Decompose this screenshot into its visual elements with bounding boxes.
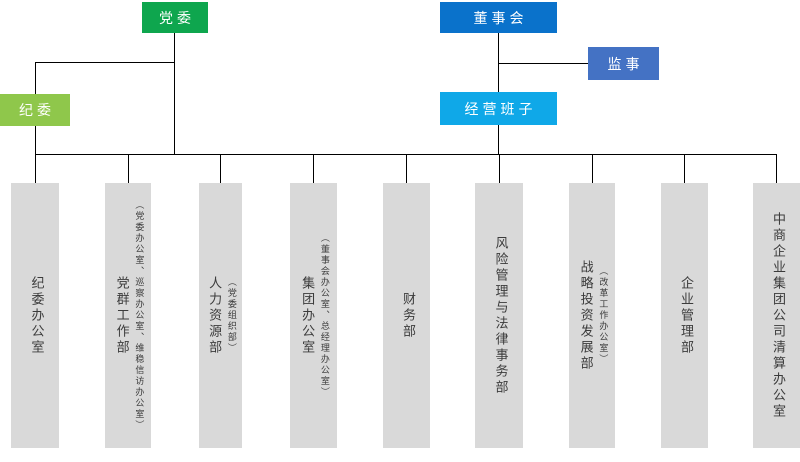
dept-sublabel: （董事会办公室、总经理办公室） (318, 233, 329, 398)
connector-drop-dept8 (684, 154, 685, 183)
connector-drop-dept5 (406, 154, 407, 183)
connector-party-discipline-h (35, 62, 175, 63)
dept-label: 党群工作部 (113, 275, 129, 356)
node-management-team-label: 经营班子 (464, 101, 537, 118)
dept-finance: 财务部 (383, 183, 430, 448)
dept-party-mass-work: 党群工作部 （党委办公室、巡察办公室、维稳信访办公室） (105, 183, 151, 448)
connector-management-to-bus (498, 125, 499, 154)
dept-label: 中商企业集团公司清算办公室 (769, 211, 785, 420)
node-discipline-committee-label: 纪委 (19, 103, 55, 119)
dept-sublabel: （改革工作办公室） (597, 266, 608, 365)
node-supervisors-label: 监事 (607, 56, 644, 73)
connector-drop-dept6 (499, 154, 500, 183)
dept-label: 企业管理部 (677, 275, 693, 356)
dept-sublabel: （党委组织部） (225, 277, 236, 354)
connector-party-to-bus (174, 33, 175, 154)
connector-drop-dept4 (313, 154, 314, 183)
node-discipline-committee: 纪委 (0, 94, 70, 126)
dept-label: 人力资源部 (206, 275, 222, 356)
dept-sublabel: （党委办公室、巡察办公室、维稳信访办公室） (133, 200, 144, 431)
node-supervisors: 监事 (588, 47, 659, 80)
node-party-committee: 党委 (142, 2, 208, 33)
node-board-of-directors-label: 董事会 (473, 10, 528, 27)
connector-board-to-supervisors (498, 63, 588, 64)
dept-discipline-office: 纪委办公室 (11, 183, 59, 448)
dept-enterprise-management: 企业管理部 (661, 183, 708, 448)
dept-human-resources: 人力资源部 （党委组织部） (199, 183, 242, 448)
dept-label: 战略投资发展部 (577, 259, 593, 372)
node-management-team: 经营班子 (440, 92, 557, 125)
dept-label: 纪委办公室 (28, 275, 44, 356)
dept-strategy-investment: 战略投资发展部 （改革工作办公室） (569, 183, 615, 448)
connector-party-discipline-v (35, 62, 36, 94)
dept-group-office: 集团办公室 （董事会办公室、总经理办公室） (290, 183, 337, 448)
dept-label: 集团办公室 (299, 275, 315, 356)
connector-drop-dept7 (592, 154, 593, 183)
dept-label: 风险管理与法律事务部 (492, 235, 508, 396)
dept-liquidation-office: 中商企业集团公司清算办公室 (753, 183, 800, 448)
dept-label: 财务部 (399, 291, 415, 340)
connector-board-to-management (498, 33, 499, 92)
dept-risk-legal: 风险管理与法律事务部 (475, 183, 523, 448)
connector-drop-dept2 (128, 154, 129, 183)
node-party-committee-label: 党委 (159, 10, 195, 27)
connector-drop-dept3 (220, 154, 221, 183)
node-board-of-directors: 董事会 (440, 2, 557, 33)
connector-drop-dept9 (776, 154, 777, 183)
